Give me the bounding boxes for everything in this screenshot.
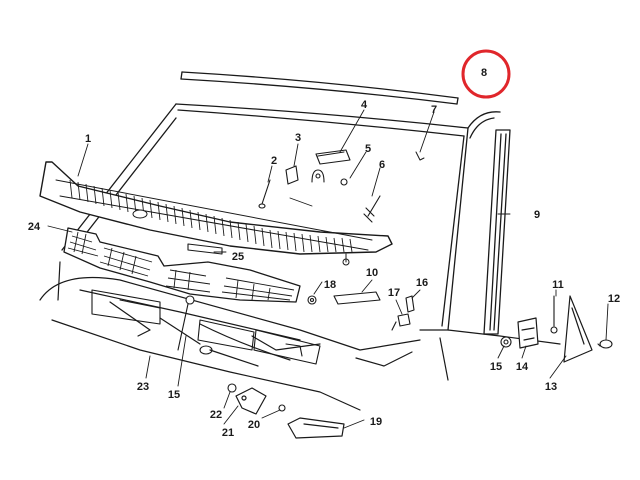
highlight-ring [461, 49, 511, 99]
callout-4: 4 [361, 99, 368, 111]
callout-10: 10 [366, 267, 378, 279]
retaining-clip [311, 169, 348, 186]
dash-lower-panel [91, 289, 321, 365]
bracket-21 [235, 387, 267, 415]
leader-lines [47, 109, 609, 429]
callout-3: 3 [295, 132, 301, 144]
nut-15-right [500, 336, 512, 348]
screw-6 [363, 195, 381, 223]
callout-13: 13 [545, 381, 557, 393]
callout-1: 1 [85, 133, 91, 145]
clip-17 [391, 313, 411, 331]
callout-20: 20 [248, 419, 260, 431]
hood-seal-19 [287, 417, 345, 439]
roof-trim-molding [180, 71, 459, 105]
callout-22: 22 [210, 409, 222, 421]
mirror-bracket [315, 149, 351, 165]
callout-21: 21 [222, 427, 234, 439]
cowl-slots [69, 179, 353, 253]
callout-9: 9 [534, 209, 540, 221]
a-pillar-molding [483, 129, 511, 335]
nut-18 [307, 295, 317, 305]
callout-24: 24 [28, 221, 41, 233]
callout-19: 19 [370, 416, 382, 428]
callout-labels: 1 2 3 4 5 6 7 8 9 10 11 12 13 14 15 15 1… [28, 67, 620, 439]
wiper-cover [333, 291, 381, 305]
callout-7: 7 [431, 104, 437, 116]
fastener-15-left [177, 295, 195, 351]
callout-15-right: 15 [490, 361, 502, 373]
callout-5: 5 [365, 143, 371, 155]
body-panel [39, 261, 561, 411]
callout-25: 25 [232, 251, 244, 263]
screw-16 [405, 295, 415, 313]
callout-15-left: 15 [168, 389, 180, 401]
bracket-14 [517, 317, 539, 349]
callout-18: 18 [324, 279, 336, 291]
screw-2 [258, 179, 271, 209]
callout-11: 11 [552, 279, 564, 291]
cowl-seal-plate [187, 243, 223, 255]
callout-12: 12 [608, 293, 620, 305]
callout-17: 17 [388, 287, 400, 299]
callout-2: 2 [271, 155, 277, 167]
triangle-cover-13 [563, 295, 593, 363]
screw-12 [597, 339, 613, 349]
lower-cowl-screen [63, 227, 301, 303]
rearview-pad [285, 165, 299, 185]
callout-14: 14 [516, 361, 529, 373]
cowl-vent-grille [39, 161, 393, 266]
bolt-11 [550, 295, 558, 334]
callout-8: 8 [481, 67, 487, 79]
callout-23: 23 [137, 381, 149, 393]
glass-mark-7 [415, 151, 425, 161]
callout-16: 16 [416, 277, 428, 289]
nut-22 [227, 383, 237, 393]
clip-20 [278, 404, 286, 412]
callout-6: 6 [379, 159, 385, 171]
